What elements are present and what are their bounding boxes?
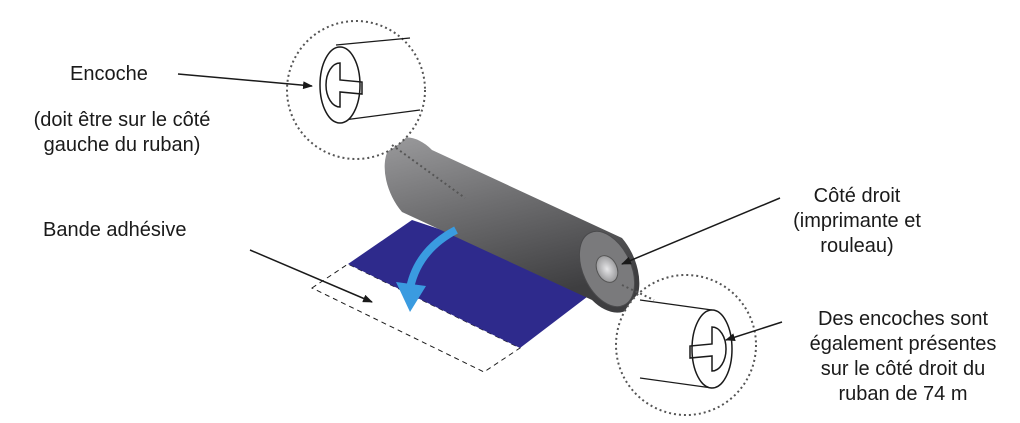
right-side-leader-line: [621, 197, 781, 265]
right-side-line-3: rouleau): [820, 235, 894, 257]
roll-core: [595, 255, 619, 283]
left-notch-zoom-circle: [286, 20, 426, 160]
notch-note-line-1: (doit être sur le côté: [33, 109, 211, 131]
right-notches-line-3: sur le côté droit du: [820, 358, 986, 380]
ribbon-roll: [384, 137, 640, 313]
notch-note-line-2: gauche du ruban): [43, 134, 201, 156]
right-notches-line-1: Des encoches sont: [817, 308, 989, 330]
left-notch-icon: [325, 62, 363, 108]
right-notches-line-2: également présentes: [809, 333, 997, 355]
notch-leader-line: [177, 73, 313, 90]
notch-placement-note: (doit être sur le côté gauche du ruban): [6, 108, 238, 158]
ribbon-film: [348, 220, 604, 348]
notch-label: Encoche: [70, 63, 148, 85]
right-notches-leader-line: [725, 321, 783, 342]
right-side-label: Côté droit (imprimante et rouleau): [772, 184, 942, 259]
wind-direction-arrow-icon: [396, 226, 458, 312]
right-side-line-1: Côté droit: [813, 185, 901, 207]
right-notch-icon: [689, 326, 727, 372]
right-side-line-2: (imprimante et: [793, 210, 921, 232]
adhesive-strip-label: Bande adhésive: [43, 219, 187, 241]
right-notch-zoom-circle: [615, 274, 757, 416]
right-notches-note: Des encoches sont également présentes su…: [790, 307, 1016, 407]
right-notches-line-4: ruban de 74 m: [838, 383, 968, 405]
adhesive-leader-line: [249, 249, 373, 303]
